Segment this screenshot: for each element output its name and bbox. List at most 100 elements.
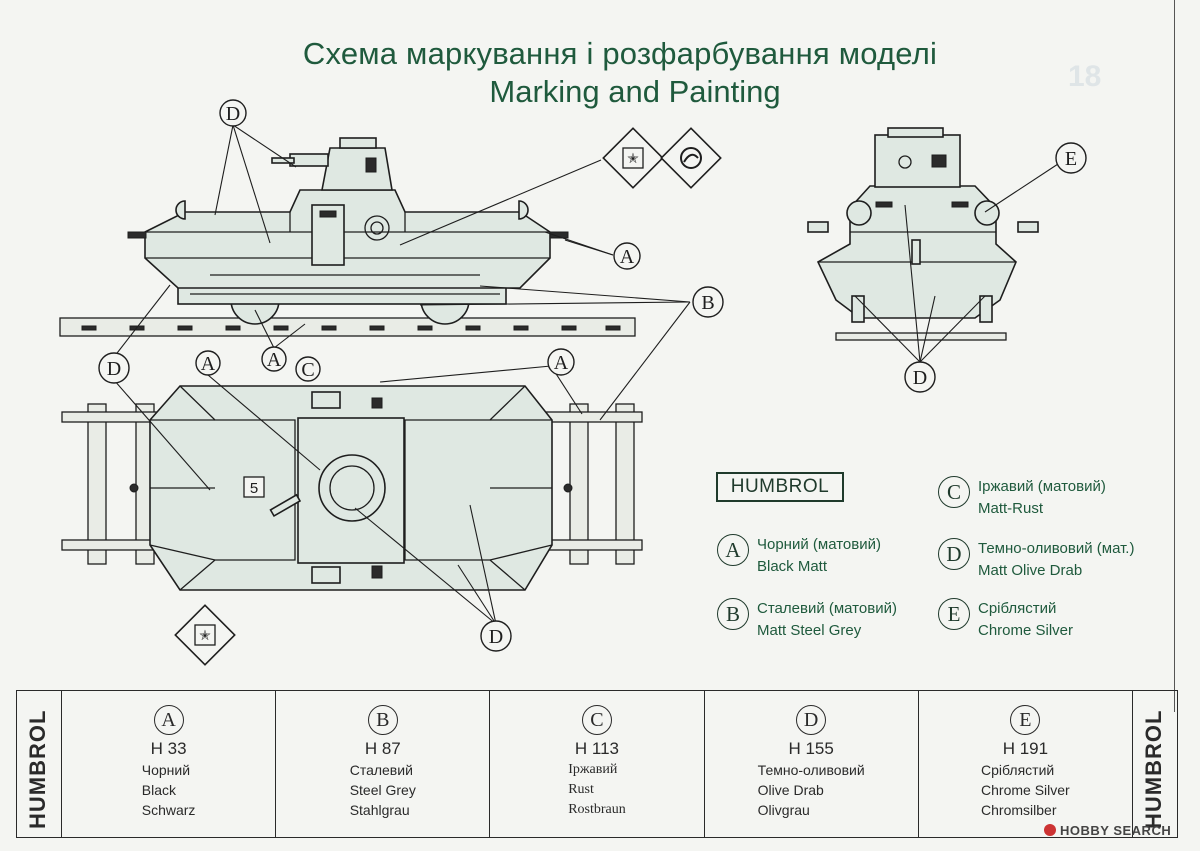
paint-table-side-label-left: HUMBROL [25, 709, 50, 829]
front-lamp-left [846, 200, 872, 226]
paint-table-side-left: HUMBROL [16, 690, 62, 838]
paint-cell-c: C H 113 Іржавий Rust Rostbraun [489, 690, 705, 838]
side-turret [321, 147, 393, 191]
legend-b-uk: Сталевий (матовий) [757, 600, 897, 617]
callout-E-front: E [1055, 142, 1087, 174]
svg-text:D: D [226, 103, 240, 125]
paint-letter-e: E [1010, 705, 1041, 735]
legend-item-d: D Темно-оливовий (мат.) Matt Olive Drab [938, 538, 1134, 582]
paint-d-de: Olivgrau [757, 802, 810, 818]
callout-B-side: B [692, 286, 724, 318]
side-hull [144, 189, 551, 289]
paint-a-en: Black [141, 782, 176, 798]
paint-table: HUMBROL A H 33 Чорний Black Schwarz B H … [16, 690, 1178, 838]
leader-lines [113, 124, 1059, 625]
svg-text:A: A [201, 353, 216, 375]
paint-d-en: Olive Drab [757, 782, 824, 798]
paint-code-a: H 33 [150, 739, 187, 758]
title-ukrainian: Схема маркування і розфарбування моделі [302, 36, 938, 71]
vehicle-drawings: .hull { fill: #dfe8e2; stroke: #1e1e1e; … [59, 99, 1087, 666]
paint-b-uk: Сталевий [349, 762, 413, 778]
paint-letter-d: D [796, 705, 827, 735]
legend-item-e: E Сріблястий Chrome Silver [938, 598, 1073, 642]
svg-text:C: C [301, 359, 314, 381]
legend-letter-e: E [938, 598, 970, 630]
top-turret [318, 454, 386, 522]
paint-cell-b: B H 87 Сталевий Steel Grey Stahlgrau [275, 690, 491, 838]
paint-code-c: H 113 [574, 739, 620, 758]
callout-A-under: A [261, 346, 287, 372]
paint-e-de: Chromsilber [981, 802, 1057, 818]
legend-e-en: Chrome Silver [978, 622, 1074, 639]
legend-item-b: B Сталевий (матовий) Matt Steel Grey [717, 598, 897, 642]
legend-c-uk: Іржавий (матовий) [978, 478, 1106, 495]
callout-D-top: D [480, 620, 512, 652]
paint-a-uk: Чорний [141, 762, 191, 778]
legend-b-en: Matt Steel Grey [757, 622, 862, 639]
watermark-text: HOBBY SEARCH [1060, 823, 1172, 838]
legend-d-uk: Темно-оливовий (мат.) [978, 540, 1135, 557]
side-lamp-front [175, 200, 186, 220]
side-rail [59, 317, 636, 337]
legend-letter-b: B [717, 598, 749, 630]
paint-c-de: Rostbraun [568, 802, 626, 817]
legend-d-en: Matt Olive Drab [978, 562, 1083, 579]
front-rail [835, 332, 1007, 341]
front-view [807, 127, 1039, 341]
callout-A-side: A [613, 242, 641, 270]
page-edge-line [1174, 0, 1175, 712]
legend-brand-box: HUMBROL [716, 472, 844, 502]
svg-text:E: E [1065, 148, 1077, 170]
faint-page-mark: 18 [1068, 60, 1102, 93]
svg-text:A: A [554, 352, 569, 374]
svg-text:D: D [107, 358, 121, 380]
paint-table-side-label-right: HUMBROL [1141, 709, 1166, 829]
top-insignia-diamond: ✭ [174, 604, 236, 666]
hull-number: 5 [250, 480, 258, 497]
legend-a-en: Black Matt [757, 558, 828, 575]
watermark: HOBBY SEARCH [1044, 823, 1171, 838]
legend-c-en: Matt-Rust [978, 500, 1044, 517]
side-view [59, 137, 636, 337]
paint-code-d: H 155 [788, 739, 834, 758]
callout-C-under: C [295, 356, 321, 382]
paint-c-en: Rust [568, 782, 594, 797]
paint-code-b: H 87 [364, 739, 401, 758]
paint-cell-e: E H 191 Сріблястий Chrome Silver Chromsi… [917, 690, 1134, 838]
paint-e-en: Chrome Silver [981, 782, 1070, 798]
legend-item-c: C Іржавий (матовий) Matt-Rust [938, 476, 1106, 520]
legend-a-uk: Чорний (матовий) [757, 536, 881, 553]
hull-number-box [243, 476, 265, 498]
legend-item-a: A Чорний (матовий) Black Matt [717, 534, 881, 578]
svg-text:B: B [701, 292, 714, 314]
svg-text:A: A [267, 349, 282, 371]
side-lamp-rear [518, 200, 529, 220]
callout-D-side: D [219, 99, 247, 127]
paint-cell-a: A H 33 Чорний Black Schwarz [60, 690, 277, 838]
side-gun [289, 153, 329, 167]
paint-a-de: Schwarz [141, 802, 196, 818]
legend-e-uk: Сріблястий [978, 600, 1057, 617]
paint-d-uk: Темно-оливовий [757, 762, 865, 778]
callout-A-top: A [195, 350, 221, 376]
callout-D-left: D [98, 352, 130, 384]
paint-b-de: Stahlgrau [349, 802, 410, 818]
legend-letter-d: D [938, 538, 970, 570]
paint-table-side-right: HUMBROL [1132, 690, 1178, 838]
svg-text:A: A [620, 246, 635, 268]
svg-text:D: D [913, 367, 927, 389]
front-turret [874, 134, 961, 188]
paint-code-e: H 191 [1002, 739, 1049, 758]
callout-D-front: D [904, 361, 936, 393]
legend-letter-a: A [717, 534, 749, 566]
paint-letter-b: B [367, 705, 398, 735]
paint-cell-d: D H 155 Темно-оливовий Olive Drab Olivgr… [703, 690, 919, 838]
paint-b-en: Steel Grey [349, 782, 416, 798]
paint-e-uk: Сріблястий [981, 762, 1055, 778]
title-english: Marking and Painting [489, 74, 781, 109]
watermark-logo-icon [1044, 824, 1056, 836]
paint-letter-a: A [153, 705, 184, 735]
callout-A-top-right: A [547, 348, 575, 376]
insignia-star-diamond: ✭ [602, 127, 664, 189]
